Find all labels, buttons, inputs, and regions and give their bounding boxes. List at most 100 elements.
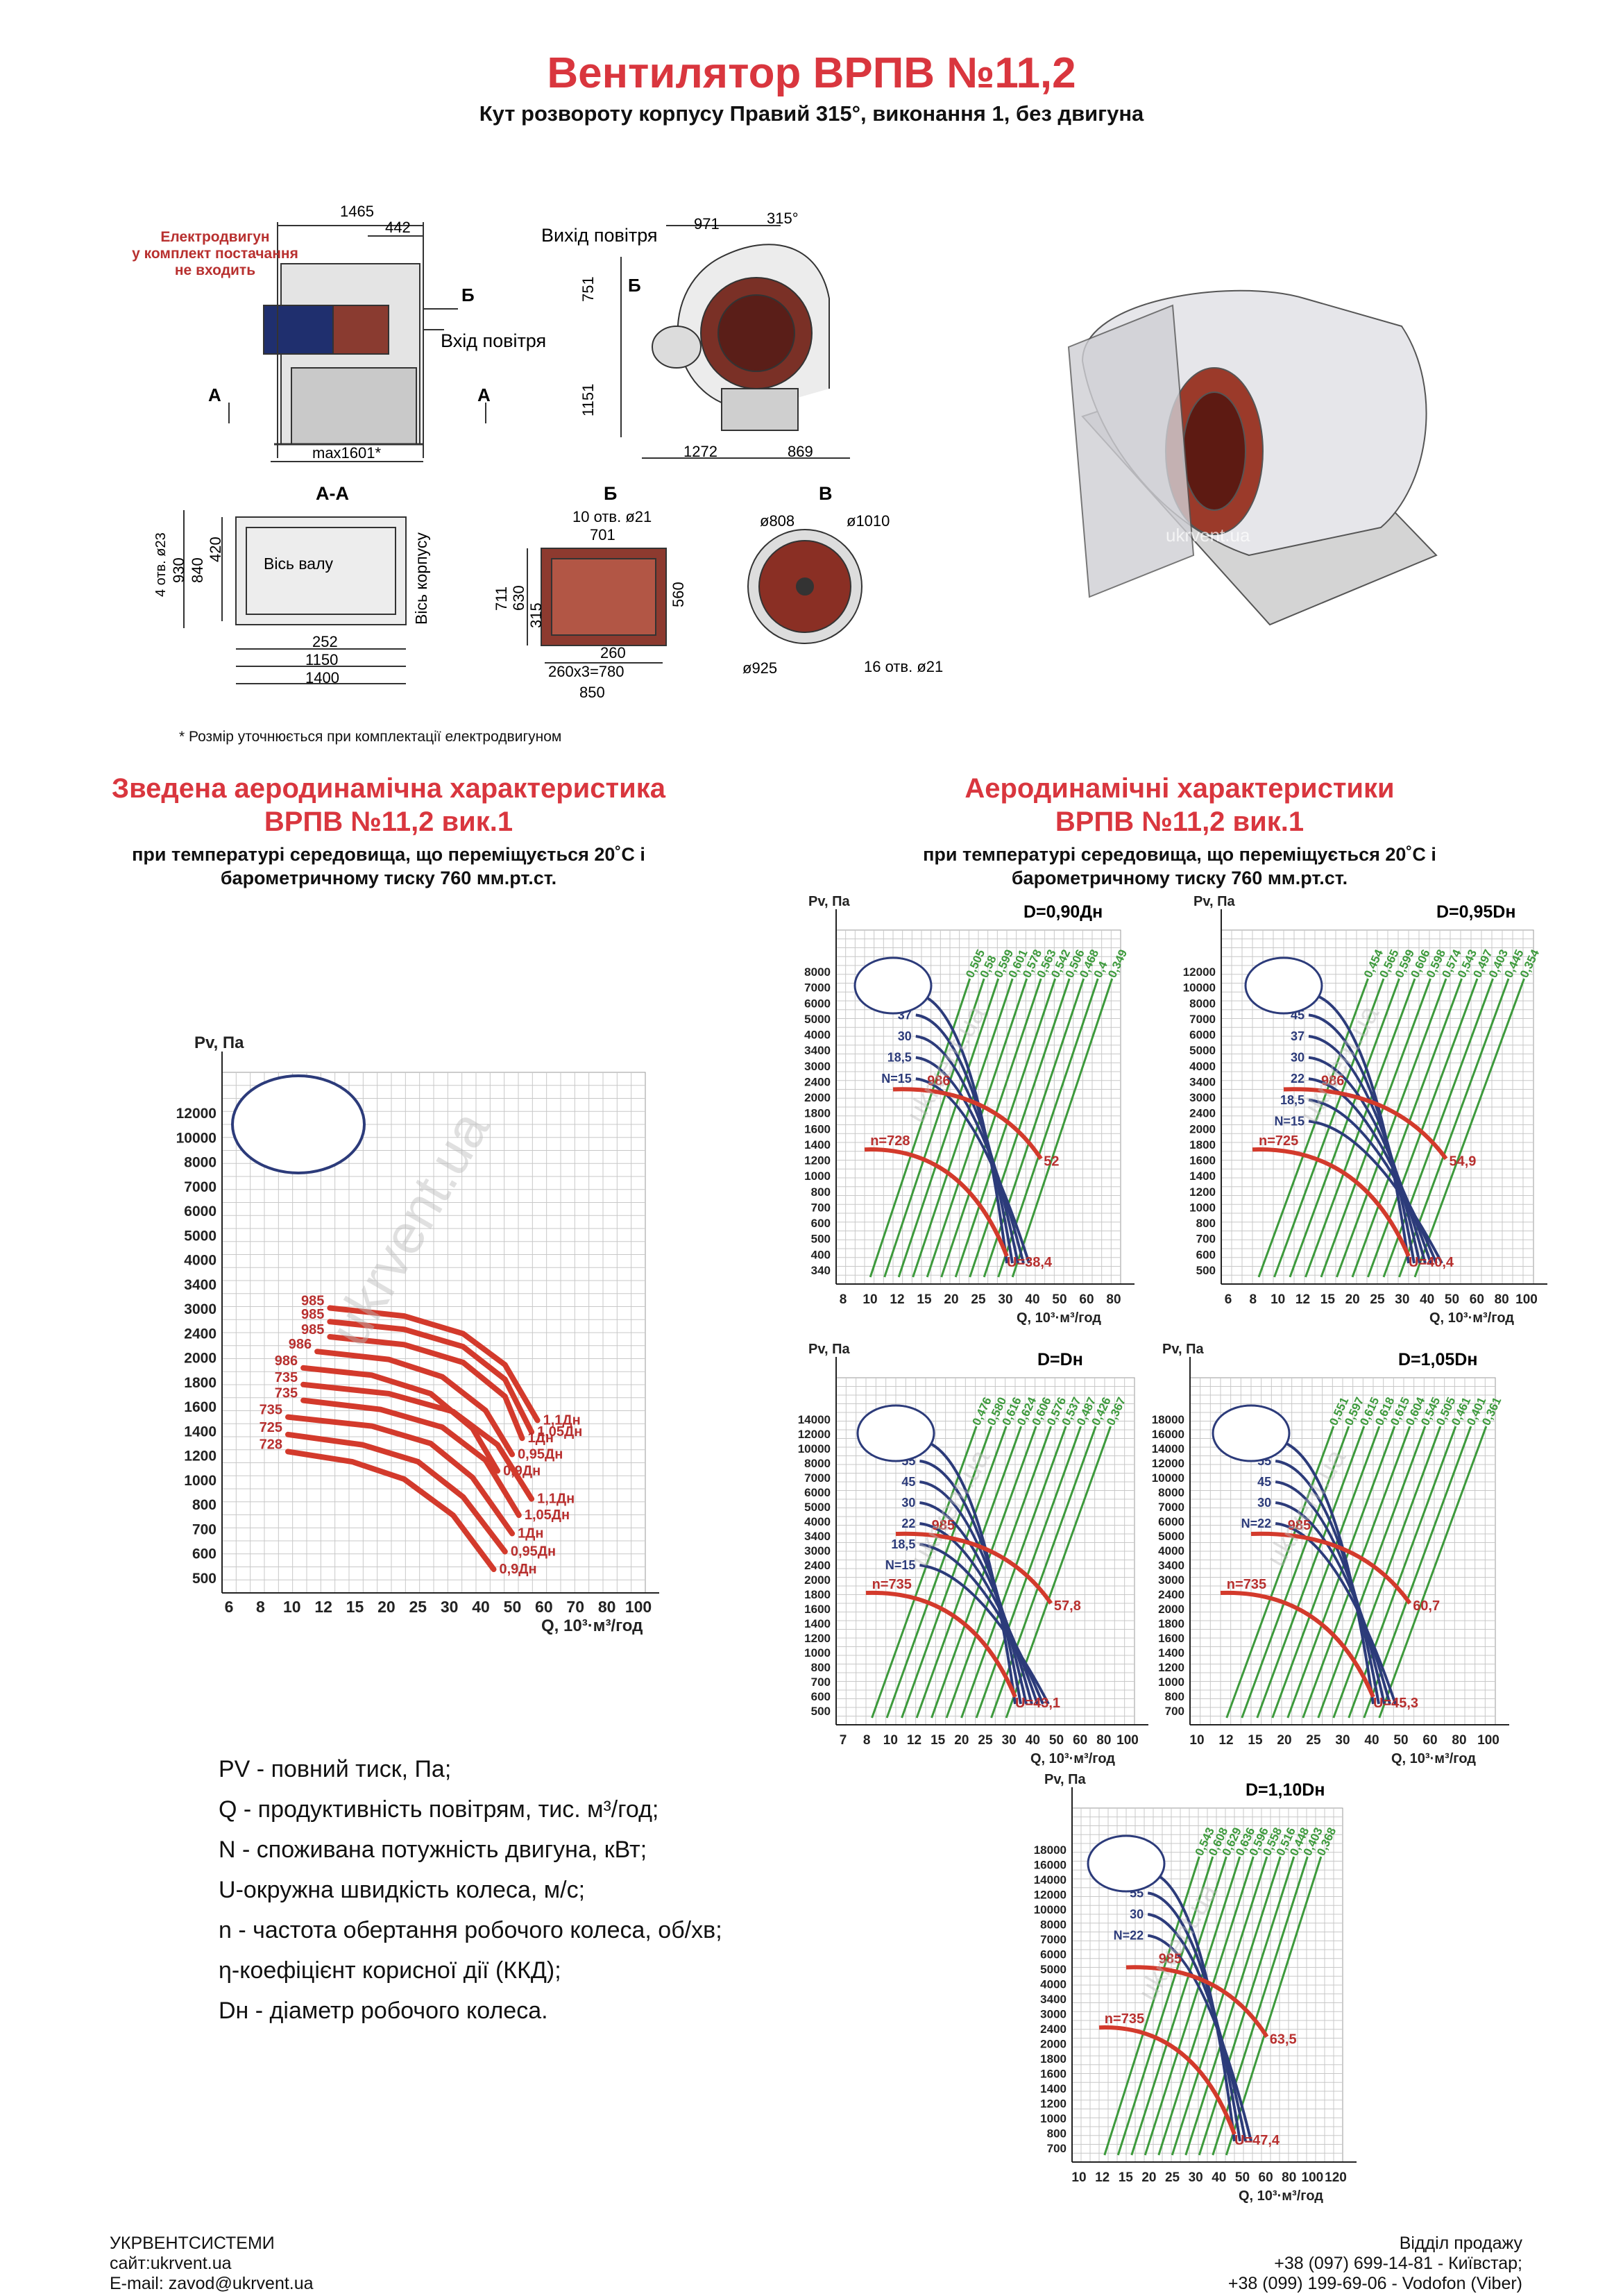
phone-2[interactable]: +38 (099) 199-69-06 - Vodofon (Viber) xyxy=(1227,2274,1522,2293)
rpm-label: 985 xyxy=(301,1294,324,1309)
power-curve xyxy=(1308,1077,1432,1264)
efficiency-line xyxy=(1413,978,1525,1278)
y-tick-label: 800 xyxy=(811,1185,831,1199)
x-tick-label: 80 xyxy=(598,1598,616,1616)
power-label: 30 xyxy=(1291,1051,1305,1065)
speed-label: U=47,4 xyxy=(1234,2133,1280,2148)
rpm-label: 735 xyxy=(260,1403,282,1418)
summary-heading-2: ВРПВ №11,2 вик.1 xyxy=(264,807,513,837)
power-curve xyxy=(919,1460,1022,1705)
y-tick-label: 3400 xyxy=(804,1044,831,1057)
x-tick-label: 30 xyxy=(1395,1292,1409,1307)
power-label: N=15 xyxy=(881,1072,912,1086)
y-tick-label: 2400 xyxy=(1189,1107,1216,1120)
series-label: 1,05Дн xyxy=(525,1508,570,1523)
y-tick-label: 3000 xyxy=(804,1060,831,1073)
y-tick-label: 700 xyxy=(1047,2142,1067,2155)
x-tick-label: 60 xyxy=(1470,1292,1484,1307)
power-curve xyxy=(1275,1522,1397,1705)
x-tick-label: 20 xyxy=(954,1733,969,1748)
power-curve xyxy=(915,1035,1019,1264)
y-tick-label: 1400 xyxy=(804,1617,831,1630)
y-tick-label: 1400 xyxy=(1040,2082,1067,2095)
chart-title: D=0,90Дн xyxy=(1023,902,1103,922)
rpm-label: 735 xyxy=(275,1370,298,1385)
series-line xyxy=(285,1431,508,1555)
site-link[interactable]: сайт:ukrvent.ua xyxy=(110,2254,232,2273)
x-tick-label: 8 xyxy=(1250,1292,1257,1307)
series-label: 1,1Дн xyxy=(543,1412,581,1428)
x-tick-label: 80 xyxy=(1495,1292,1509,1307)
x-tick-label: 12 xyxy=(314,1598,332,1616)
x-tick-label: 40 xyxy=(1420,1292,1434,1307)
y-tick-label: 1600 xyxy=(804,1122,831,1136)
x-tick-label: 15 xyxy=(1119,2170,1134,2185)
y-tick-label: 3400 xyxy=(1189,1075,1216,1088)
dim-971: 971 xyxy=(694,215,720,233)
efficiency-line xyxy=(1336,978,1447,1278)
details-sub-2: барометричному тиску 760 мм.рт.ст. xyxy=(1011,868,1348,888)
rpm-label: n=725 xyxy=(1259,1133,1298,1149)
efficiency-line xyxy=(1256,1426,1366,1719)
power-label: 30 xyxy=(901,1496,915,1510)
series-label: 0,95Дн xyxy=(511,1544,556,1560)
power-curve xyxy=(1275,1460,1380,1705)
y-tick-label: 12000 xyxy=(1034,1889,1067,1902)
y-tick-label: 2400 xyxy=(184,1326,216,1342)
x-tick-label: 20 xyxy=(1277,1733,1291,1748)
y-tick-label: 18000 xyxy=(1152,1413,1184,1426)
x-tick-label: 50 xyxy=(1052,1292,1067,1307)
dim-808: ø808 xyxy=(760,512,794,530)
x-tick-label: 60 xyxy=(1422,1733,1437,1748)
efficiency-line xyxy=(1171,1856,1268,2156)
x-tick-label: 20 xyxy=(377,1598,396,1616)
rpm-curve xyxy=(864,1147,1009,1258)
y-tick-label: 700 xyxy=(192,1521,216,1537)
x-tick-label: 25 xyxy=(978,1733,993,1748)
y-tick-label: 700 xyxy=(1165,1705,1184,1718)
y-tick-label: 1000 xyxy=(804,1646,831,1660)
dim-751: 751 xyxy=(579,276,597,302)
y-tick-label: 800 xyxy=(811,1661,831,1674)
power-label: N=22 xyxy=(1241,1517,1272,1530)
x-tick-label: 30 xyxy=(441,1598,459,1616)
y-tick-label: 10000 xyxy=(1183,981,1216,995)
y-axis-label: Pv, Па xyxy=(194,1033,244,1052)
logo-badge xyxy=(1212,1404,1291,1462)
shaft-axis-label: Вісь валу xyxy=(264,555,333,573)
phone-1[interactable]: +38 (097) 699-14-81 - Київстар; xyxy=(1274,2254,1522,2273)
dim-1151: 1151 xyxy=(579,384,597,416)
y-tick-label: 1000 xyxy=(1040,2112,1067,2125)
air-out-label: Вихід повітря xyxy=(541,225,658,246)
efficiency-line xyxy=(901,1426,1008,1719)
power-curve xyxy=(915,1056,1025,1264)
view-v-drawing xyxy=(747,529,863,644)
y-tick-label: 5000 xyxy=(804,1501,831,1514)
efficiency-line xyxy=(1305,978,1416,1278)
y-axis-label: Pv, Па xyxy=(808,1342,850,1357)
chart-title: D=1,05Dн xyxy=(1398,1350,1477,1369)
y-tick-label: 1800 xyxy=(804,1107,831,1120)
y-tick-label: 3000 xyxy=(804,1544,831,1558)
y-tick-label: 5000 xyxy=(1158,1530,1184,1543)
speed-label: 63,5 xyxy=(1270,2032,1297,2048)
x-axis-label: Q, 10³·м³/год xyxy=(1239,2188,1323,2204)
power-curve xyxy=(1308,1013,1416,1264)
dim-930: 930 xyxy=(170,557,187,583)
email-link[interactable]: E-mail: zavod@ukrvent.ua xyxy=(110,2274,314,2293)
x-axis-label: Q, 10³·м³/год xyxy=(541,1617,643,1635)
x-tick-label: 80 xyxy=(1106,1292,1121,1307)
page-subtitle: Кут розвороту корпусу Правий 315°, викон… xyxy=(479,101,1144,126)
rpm-label: 985 xyxy=(1159,1952,1182,1967)
summary-heading-1: Зведена аеродинамічна характеристика xyxy=(112,773,665,804)
power-label: 37 xyxy=(1291,1029,1305,1043)
efficiency-line xyxy=(1367,978,1479,1278)
volute-drawing xyxy=(620,225,850,459)
efficiency-line xyxy=(960,1426,1067,1719)
efficiency-line xyxy=(915,1426,1023,1719)
power-curve xyxy=(1147,1870,1236,2142)
y-tick-label: 800 xyxy=(1047,2127,1067,2141)
y-tick-label: 8000 xyxy=(804,965,831,979)
x-tick-label: 12 xyxy=(1295,1292,1310,1307)
efficiency-line xyxy=(1011,978,1114,1278)
